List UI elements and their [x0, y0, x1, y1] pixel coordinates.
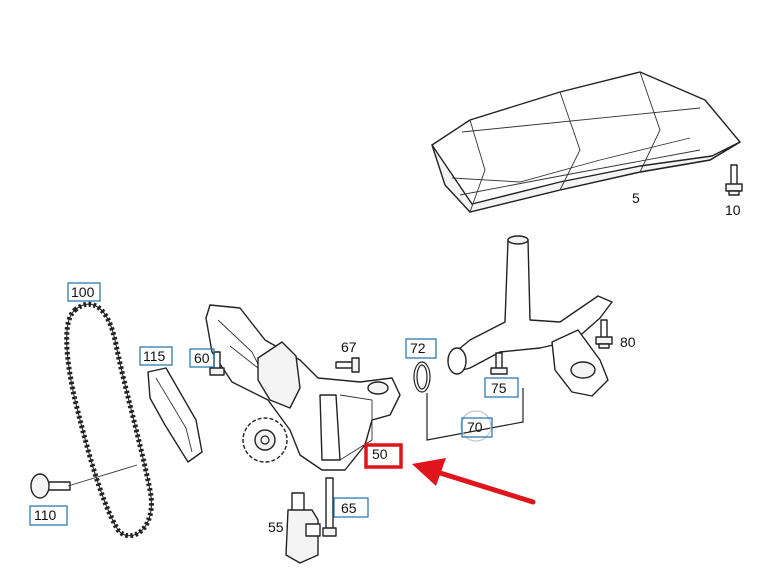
- svg-text:10: 10: [725, 202, 741, 218]
- svg-text:70: 70: [467, 419, 483, 435]
- timing-chain-100[interactable]: [64, 301, 154, 539]
- pump-sprocket[interactable]: [242, 417, 288, 463]
- bolt-80[interactable]: [595, 319, 613, 349]
- callout-67: 67: [341, 339, 357, 355]
- solenoid-valve-55[interactable]: [285, 492, 321, 564]
- svg-text:5: 5: [632, 190, 640, 206]
- svg-text:80: 80: [620, 334, 636, 350]
- highlight-arrow: [412, 458, 536, 505]
- chain-tensioner-rail-115[interactable]: [147, 367, 203, 463]
- svg-text:65: 65: [341, 500, 357, 516]
- callout-70: 70: [460, 410, 493, 442]
- svg-text:100: 100: [71, 284, 95, 300]
- svg-text:55: 55: [268, 519, 284, 535]
- callout-75: 75: [484, 377, 519, 398]
- callout-110: 110: [29, 505, 68, 526]
- svg-text:50: 50: [372, 446, 388, 462]
- bolt-10[interactable]: [725, 164, 743, 196]
- bolt-65[interactable]: [322, 477, 337, 537]
- callout-72: 72: [405, 338, 437, 359]
- callout-65: 65: [333, 497, 369, 518]
- callout-60: 60: [189, 348, 215, 368]
- bolt-60[interactable]: [209, 351, 225, 376]
- callout-50[interactable]: 50: [364, 443, 403, 469]
- svg-text:110: 110: [34, 507, 57, 523]
- bolt-75[interactable]: [490, 352, 508, 375]
- callout-115: 115: [139, 346, 173, 366]
- oil-pan-baffle[interactable]: [431, 71, 741, 213]
- callout-10: 10: [725, 202, 741, 218]
- oil-pump-body[interactable]: [205, 304, 401, 471]
- bolt-67[interactable]: [335, 357, 360, 373]
- svg-text:60: 60: [194, 350, 210, 366]
- callout-100: 100: [67, 282, 101, 302]
- callout-80: 80: [620, 334, 636, 350]
- svg-text:67: 67: [341, 339, 357, 355]
- callout-55: 55: [268, 519, 284, 535]
- callout-5: 5: [632, 190, 640, 206]
- bolt-110[interactable]: [30, 473, 71, 499]
- oil-pickup-pipe[interactable]: [447, 235, 613, 397]
- svg-text:115: 115: [143, 348, 166, 364]
- o-ring-72[interactable]: [413, 361, 431, 393]
- svg-text:72: 72: [410, 340, 426, 356]
- svg-text:75: 75: [491, 380, 507, 396]
